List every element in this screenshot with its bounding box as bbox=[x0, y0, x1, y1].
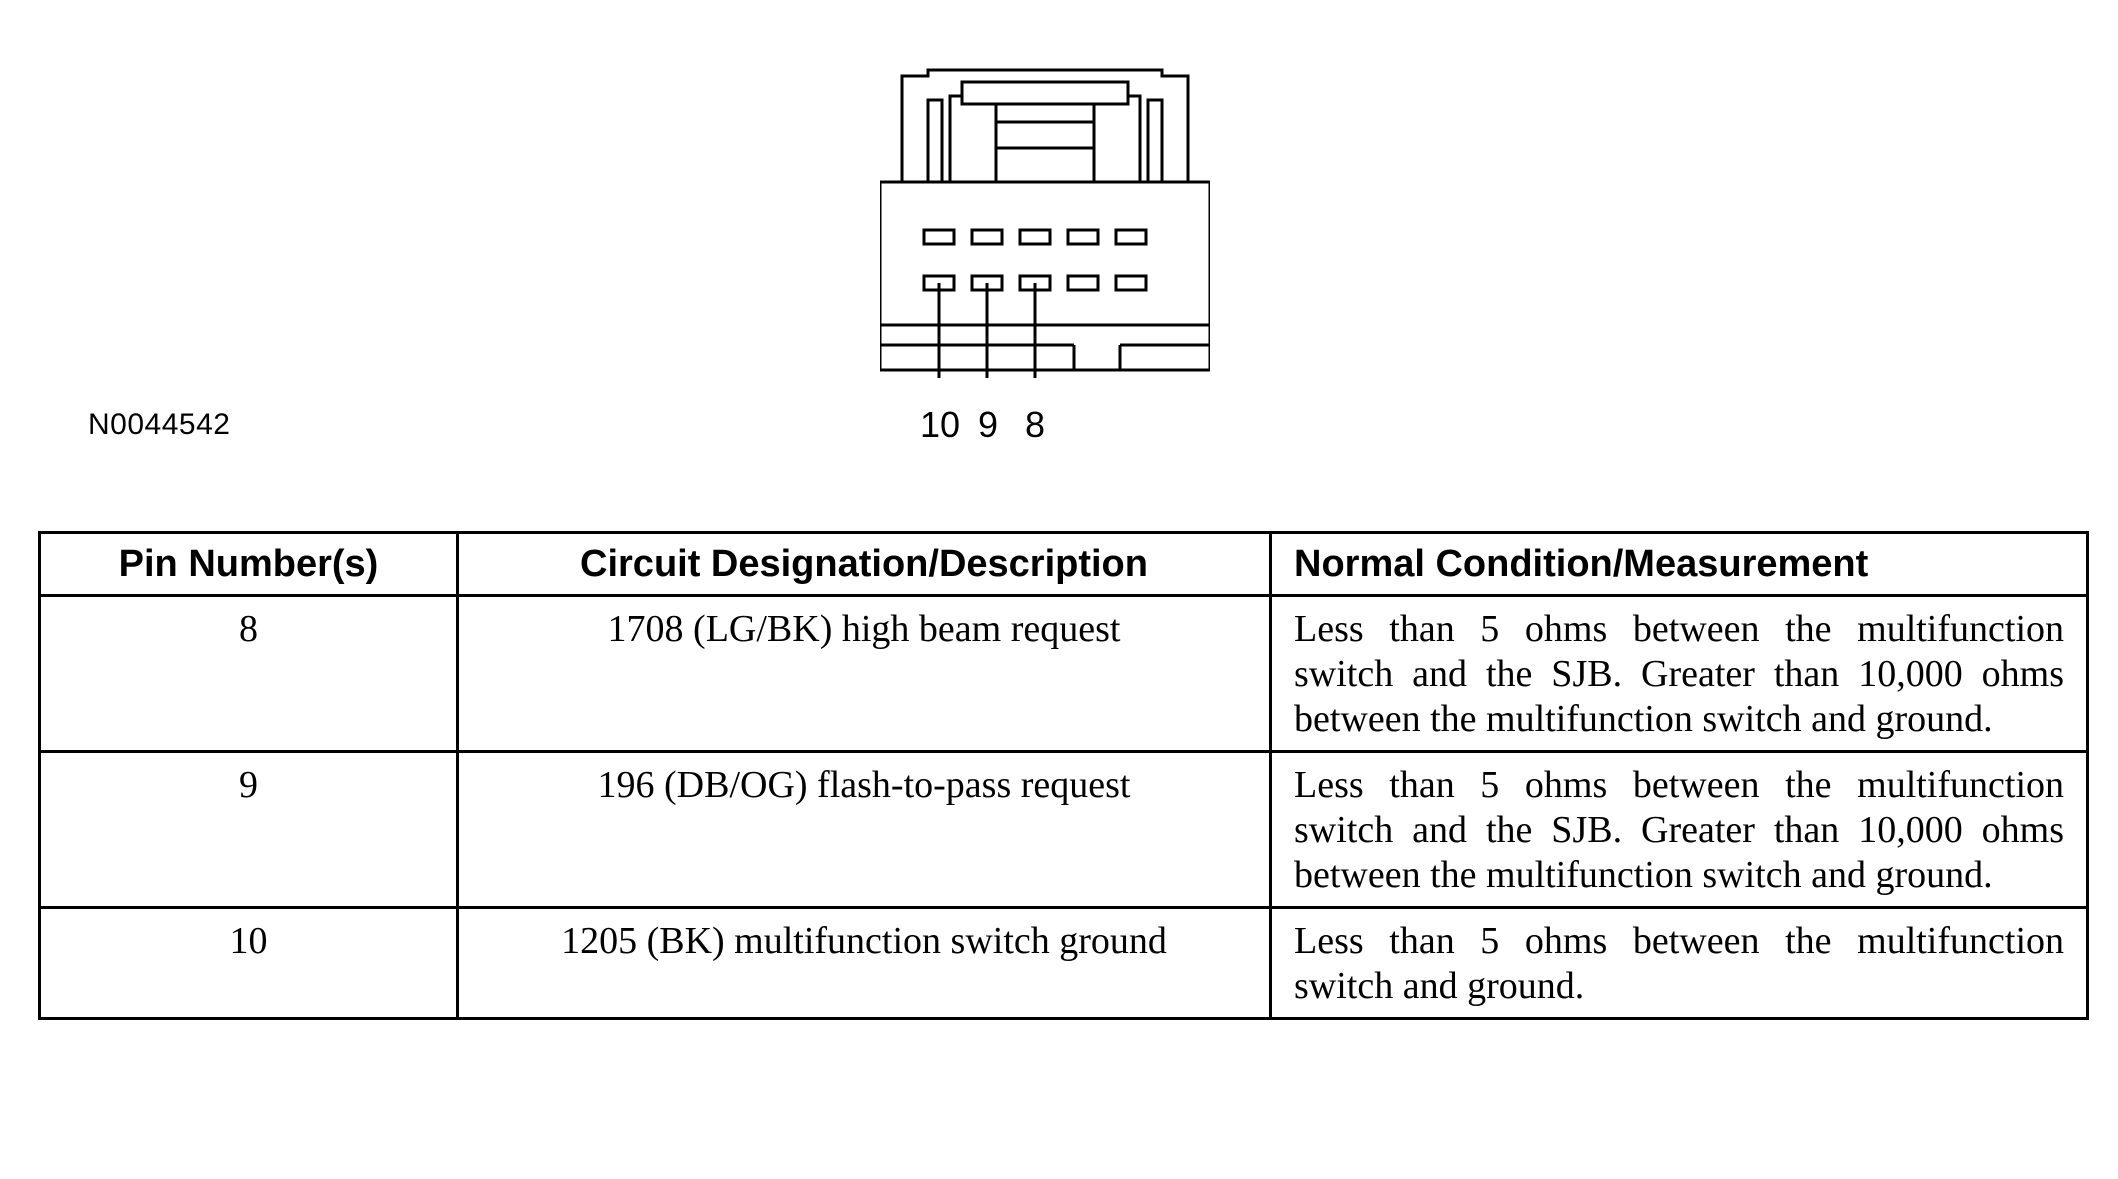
pin-label-9: 9 bbox=[977, 404, 999, 445]
figure-id: N0044542 bbox=[88, 408, 231, 441]
pin-label-10: 10 bbox=[919, 404, 961, 445]
connector-face-diagram bbox=[880, 68, 1210, 378]
pin-cavity bbox=[1066, 274, 1100, 292]
pin-cavity bbox=[1114, 274, 1148, 292]
pin-label-8: 8 bbox=[1024, 404, 1046, 445]
table-row: 9 196 (DB/OG) flash-to-pass request Less… bbox=[38, 750, 2089, 909]
header-normal-condition: Normal Condition/Measurement bbox=[1269, 531, 2089, 597]
header-pin-number: Pin Number(s) bbox=[38, 531, 459, 597]
cell-circuit: 1205 (BK) multifunction switch ground bbox=[456, 906, 1272, 1020]
cell-condition: Less than 5 ohms between the multifuncti… bbox=[1269, 594, 2089, 753]
cell-circuit: 196 (DB/OG) flash-to-pass request bbox=[456, 750, 1272, 909]
table-row: 8 1708 (LG/BK) high beam request Less th… bbox=[38, 594, 2089, 753]
table-row: 10 1205 (BK) multifunction switch ground… bbox=[38, 906, 2089, 1020]
cell-condition: Less than 5 ohms between the multifuncti… bbox=[1269, 750, 2089, 909]
header-circuit-designation: Circuit Designation/Description bbox=[456, 531, 1272, 597]
pin-cavity bbox=[922, 228, 956, 246]
pin-cavity bbox=[970, 228, 1004, 246]
cell-circuit: 1708 (LG/BK) high beam request bbox=[456, 594, 1272, 753]
table-header-row: Pin Number(s) Circuit Designation/Descri… bbox=[38, 531, 2089, 597]
pin-cavity bbox=[1114, 228, 1148, 246]
cell-pin: 10 bbox=[38, 906, 459, 1020]
cell-condition: Less than 5 ohms between the multifuncti… bbox=[1269, 906, 2089, 1020]
cell-pin: 9 bbox=[38, 750, 459, 909]
pin-spec-table: Pin Number(s) Circuit Designation/Descri… bbox=[38, 531, 2089, 1020]
pin-cavity bbox=[1066, 228, 1100, 246]
pin-cavity bbox=[1018, 228, 1052, 246]
cell-pin: 8 bbox=[38, 594, 459, 753]
